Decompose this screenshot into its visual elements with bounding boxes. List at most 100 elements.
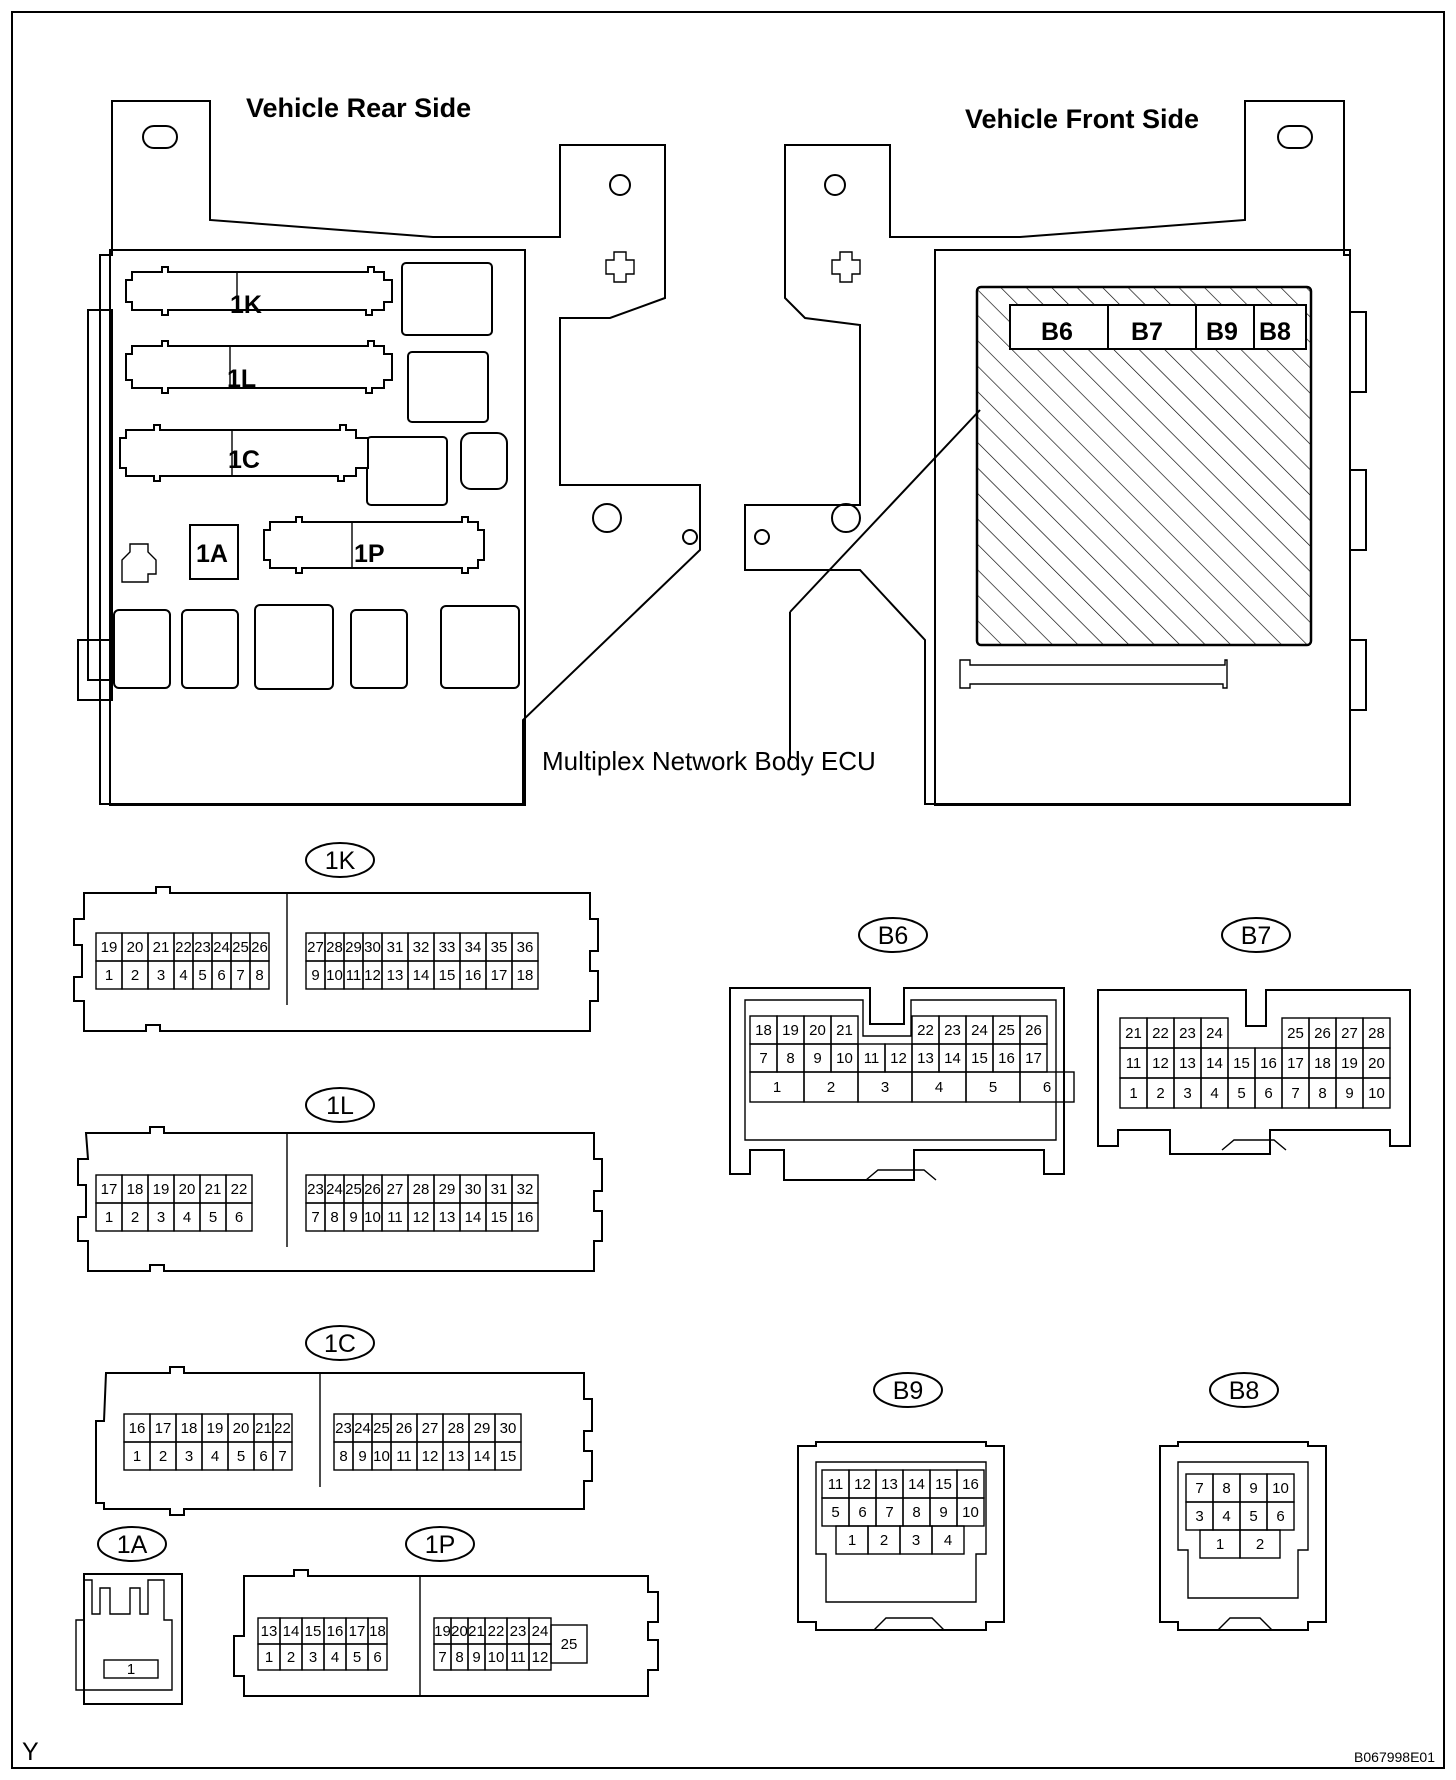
pin-1P-10: 10 <box>488 1649 505 1666</box>
connector-1P-title: 1P <box>405 1526 475 1562</box>
pin-1L-14: 14 <box>465 1209 482 1226</box>
pin-1C-16: 16 <box>129 1420 146 1437</box>
pin-1L-22: 22 <box>231 1181 248 1198</box>
rear-connector-1A-label: 1A <box>196 540 228 568</box>
pin-1K-32: 32 <box>413 939 430 956</box>
pin-1K-2: 2 <box>131 967 139 984</box>
rear-connector-1P: 1P <box>263 516 485 574</box>
pin-1C-3: 3 <box>185 1448 193 1465</box>
pin-B6-12: 12 <box>890 1050 907 1067</box>
pin-1K-1: 1 <box>105 967 113 984</box>
pin-1L-24: 24 <box>326 1181 343 1198</box>
pin-1K-36: 36 <box>517 939 534 956</box>
pin-B6-11: 11 <box>864 1050 880 1067</box>
pin-1K-16: 16 <box>465 967 482 984</box>
pin-B7-3: 3 <box>1183 1085 1191 1102</box>
pin-1P-25: 25 <box>561 1636 578 1653</box>
rear-connector-1K: 1K <box>125 266 393 319</box>
pin-cell <box>225 1202 253 1232</box>
pin-1L-32: 32 <box>517 1181 534 1198</box>
pin-1L-16: 16 <box>517 1209 534 1226</box>
pin-1K-20: 20 <box>127 939 144 956</box>
pin-1C-4: 4 <box>211 1448 219 1465</box>
pin-1L-30: 30 <box>465 1181 482 1198</box>
vehicle-front-side-title: Vehicle Front Side <box>965 104 1199 134</box>
pin-cell <box>931 1525 965 1555</box>
pin-1L-17: 17 <box>101 1181 118 1198</box>
connector-1K-title-oval <box>305 842 375 878</box>
pin-B7-1: 1 <box>1129 1085 1137 1102</box>
pin-1L-3: 3 <box>157 1209 165 1226</box>
pin-B7-15: 15 <box>1233 1055 1250 1072</box>
pin-B7-9: 9 <box>1345 1085 1353 1102</box>
pin-B6-20: 20 <box>809 1022 826 1039</box>
pin-B8-6: 6 <box>1276 1508 1284 1525</box>
pin-1P-16: 16 <box>327 1623 344 1640</box>
pin-1L-10: 10 <box>364 1209 381 1226</box>
pin-B6-16: 16 <box>998 1050 1015 1067</box>
connector-1P-title-oval <box>405 1526 475 1562</box>
pin-B7-5: 5 <box>1237 1085 1245 1102</box>
pin-1K-8: 8 <box>255 967 263 984</box>
connector-B6-title-text: B6 <box>878 922 909 950</box>
pin-B7-2: 2 <box>1156 1085 1164 1102</box>
corner-mark: Y <box>22 1738 39 1766</box>
pin-B6-5: 5 <box>989 1079 997 1096</box>
pin-1C-5: 5 <box>237 1448 245 1465</box>
pin-cell <box>550 1624 588 1664</box>
pin-1C-28: 28 <box>448 1420 465 1437</box>
pin-cell <box>1239 1529 1281 1559</box>
pin-1K-33: 33 <box>439 939 456 956</box>
pin-B6-9: 9 <box>813 1050 821 1067</box>
pin-B8-2: 2 <box>1256 1536 1264 1553</box>
connector-1A-face: 1 <box>75 1573 183 1705</box>
front-connector-B8-label: B8 <box>1259 318 1291 346</box>
pin-1L-31: 31 <box>491 1181 508 1198</box>
pin-1K-31: 31 <box>387 939 404 956</box>
pin-1L-28: 28 <box>413 1181 430 1198</box>
pin-1L-13: 13 <box>439 1209 456 1226</box>
pin-B6-1: 1 <box>773 1079 781 1096</box>
pin-1L-7: 7 <box>311 1209 319 1226</box>
pin-1K-14: 14 <box>413 967 430 984</box>
pin-B8-4: 4 <box>1222 1508 1230 1525</box>
pin-1C-24: 24 <box>354 1420 371 1437</box>
pin-1P-3: 3 <box>309 1649 317 1666</box>
pin-1C-20: 20 <box>233 1420 250 1437</box>
pin-1K-34: 34 <box>465 939 482 956</box>
rear-connector-1P-label: 1P <box>354 540 385 568</box>
pin-1L-25: 25 <box>345 1181 362 1198</box>
figure-code: B067998E01 <box>1354 1749 1435 1765</box>
pin-1L-23: 23 <box>307 1181 324 1198</box>
pin-B6-13: 13 <box>917 1050 934 1067</box>
pin-B7-10: 10 <box>1368 1085 1385 1102</box>
connector-1L-title-text: 1L <box>326 1092 354 1120</box>
pin-B8-7: 7 <box>1195 1480 1203 1497</box>
pin-B8-9: 9 <box>1249 1480 1257 1497</box>
pin-1P-14: 14 <box>283 1623 300 1640</box>
pin-1C-25: 25 <box>373 1420 390 1437</box>
pin-B7-18: 18 <box>1314 1055 1331 1072</box>
rear-side-panel: 1K 1L 1C 1A 1P Vehicle Rear Side <box>77 93 701 806</box>
connector-1A-title: 1A <box>97 1526 167 1562</box>
front-side-panel: B6 B7 B9 B8 Multiplex Network Body ECU V… <box>542 100 1367 806</box>
pin-1K-4: 4 <box>179 967 187 984</box>
rear-connector-1L: 1L <box>125 340 393 394</box>
pin-cell <box>511 1202 539 1232</box>
pin-1K-29: 29 <box>345 939 362 956</box>
pin-1K-30: 30 <box>364 939 381 956</box>
pin-1K-6: 6 <box>217 967 225 984</box>
connector-1L-title: 1L <box>305 1087 375 1123</box>
pin-1P-2: 2 <box>287 1649 295 1666</box>
pin-cell <box>1362 1077 1391 1109</box>
pin-1P-23: 23 <box>510 1623 527 1640</box>
pin-1C-21: 21 <box>255 1420 272 1437</box>
pin-1K-25: 25 <box>232 939 249 956</box>
pin-B7-25: 25 <box>1287 1025 1304 1042</box>
pin-1K-24: 24 <box>213 939 230 956</box>
connector-1A-title-oval <box>97 1526 167 1562</box>
